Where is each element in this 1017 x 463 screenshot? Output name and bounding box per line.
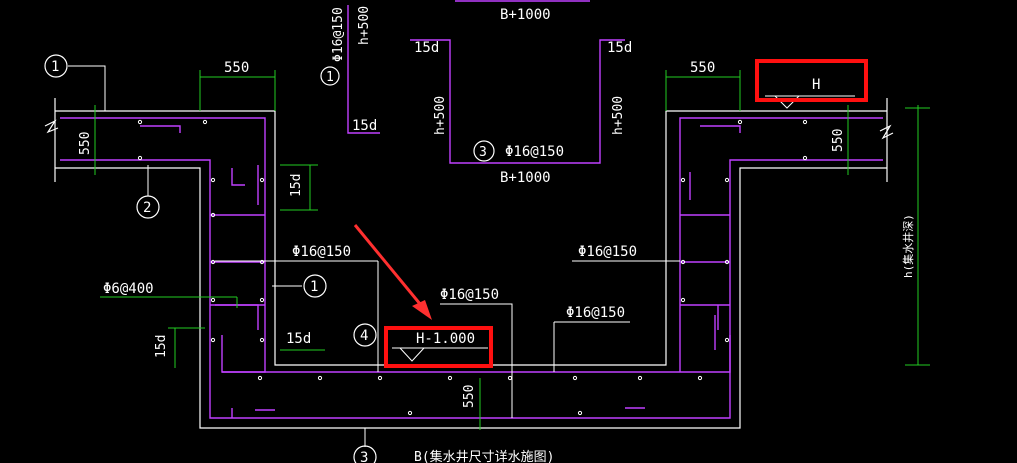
rebar-label-right-lower: Φ16@150 [566, 305, 625, 321]
dim-15d-bottom: 15d [286, 331, 311, 347]
dim-h-well-depth: h(集水井深) [901, 214, 915, 278]
dim-15d-bottom-vertical: 15d [154, 335, 169, 358]
label-bar-1-vertical: Φ16@150 [331, 7, 346, 62]
label-h-plus-500-left: h+500 [433, 96, 448, 135]
callout-1-top: 1 [326, 70, 334, 85]
elevation-h-minus-1000: H-1.000 [416, 331, 475, 347]
elevation-h-highlight [755, 59, 868, 102]
rebar-label-center: Φ16@150 [440, 287, 499, 303]
callout-1-top-left: 1 [51, 59, 59, 75]
elevation-h: H [812, 77, 820, 93]
rebar-label-left-mid: Φ16@150 [292, 244, 351, 260]
callout-3-top: 3 [479, 145, 487, 160]
label-15d-a: 15d [414, 40, 439, 56]
callout-circles [44, 54, 495, 463]
dim-550-left-vertical: 550 [78, 132, 93, 155]
red-arrow-annotation [353, 224, 432, 320]
callout-1-mid: 1 [310, 279, 318, 295]
callout-3-bottom: 3 [360, 450, 368, 463]
rebar-label-right-mid: Φ16@150 [578, 244, 637, 260]
label-h-plus-500-vertical-top: h+500 [357, 6, 372, 45]
dim-550-right-vertical: 550 [831, 129, 846, 152]
label-h-plus-500-right: h+500 [611, 96, 626, 135]
rebar-lines [60, 5, 883, 419]
concrete-outline [44, 98, 894, 429]
rebar-dots [137, 119, 808, 416]
callout-4: 4 [360, 328, 368, 344]
label-15d-b: 15d [607, 40, 632, 56]
dim-550-bottom-vertical: 550 [462, 385, 477, 408]
dimension-lines [94, 70, 930, 430]
label-b-plus-1000-top: B+1000 [500, 7, 551, 23]
label-bar-3: Φ16@150 [505, 144, 564, 160]
label-b-plus-1000-bottom: B+1000 [500, 170, 551, 186]
dim-15d-vertical: 15d [289, 174, 304, 197]
elevation-h-minus-highlight [384, 326, 493, 368]
rebar-label-stirrup: Φ6@400 [103, 281, 154, 297]
dim-550-left: 550 [224, 60, 249, 76]
dim-550-right: 550 [690, 60, 715, 76]
leader-lines [68, 65, 680, 447]
bottom-label: B(集水井尺寸详水施图) [414, 449, 554, 463]
label-15d-c: 15d [352, 118, 377, 134]
callout-2: 2 [143, 200, 151, 216]
